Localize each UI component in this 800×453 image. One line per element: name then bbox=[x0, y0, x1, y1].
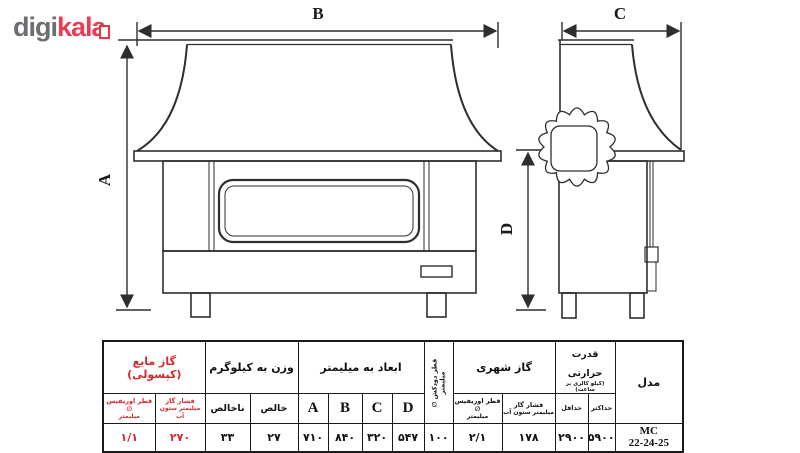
weight-gross-header: ناخالص bbox=[204, 393, 251, 424]
lpg-orifice-header: قطر اوریفیس ∅ میلیمتر bbox=[102, 393, 156, 424]
city-gas-orifice-header: قطر اوریفیس ∅ میلیمتر bbox=[452, 393, 503, 424]
lpg-pressure-header: فشار گاز میلیمتر ستون آب bbox=[154, 393, 206, 424]
flue-collar bbox=[538, 107, 616, 187]
group-city-gas: گاز شهری bbox=[452, 340, 556, 394]
dim-label-d: D bbox=[497, 223, 516, 235]
thermal-power-unit: (کیلو کالری بر ساعت) bbox=[565, 381, 605, 393]
dim-label-a: A bbox=[95, 173, 114, 186]
group-lpg: گاز مایع (کپسولی) bbox=[102, 340, 206, 394]
heater-technical-drawing: B A bbox=[95, 4, 685, 319]
thermal-min-header: حداقل bbox=[554, 393, 589, 424]
col-model-header: مدل bbox=[614, 340, 684, 424]
dimension-c-arrow bbox=[561, 22, 682, 150]
group-thermal-power: قدرت حرارتی (کیلو کالری بر ساعت) bbox=[554, 340, 616, 394]
front-view bbox=[118, 39, 502, 318]
dim-col-b-header: B bbox=[327, 393, 363, 424]
dimension-a-arrow bbox=[116, 44, 151, 311]
thermal-max-header: حداکثر bbox=[587, 393, 616, 424]
chimney-header-text: قطر دودکش ∅ میلیمتر bbox=[430, 358, 447, 407]
spec-table: مدل قدرت حرارتی (کیلو کالری بر ساعت) گاز… bbox=[102, 340, 685, 453]
digikala-logo: digikala bbox=[13, 12, 107, 42]
logo-text-digi: digi bbox=[13, 12, 58, 42]
dimension-b-arrow bbox=[136, 22, 499, 48]
red-square-mark bbox=[99, 25, 110, 39]
group-dimensions: ابعاد به میلیمتر bbox=[297, 340, 425, 394]
weight-net-header: خالص bbox=[249, 393, 299, 424]
dim-col-a-header: A bbox=[297, 393, 329, 424]
city-gas-pressure-header: فشار گاز میلیمتر ستون آب bbox=[501, 393, 556, 424]
logo-text-kala: kala bbox=[57, 12, 107, 42]
dim-label-c: C bbox=[614, 4, 626, 23]
thermal-power-title: قدرت حرارتی bbox=[567, 349, 603, 379]
dim-col-d-header: D bbox=[391, 393, 425, 424]
dimension-d-arrow bbox=[516, 149, 556, 311]
group-weight: وزن به کیلوگرم bbox=[204, 340, 299, 394]
dim-label-b: B bbox=[312, 4, 323, 23]
product-technical-image: digikala bbox=[13, 4, 685, 453]
dim-col-c-header: C bbox=[361, 393, 393, 424]
col-chimney-header: قطر دودکش ∅ میلیمتر bbox=[423, 340, 454, 424]
